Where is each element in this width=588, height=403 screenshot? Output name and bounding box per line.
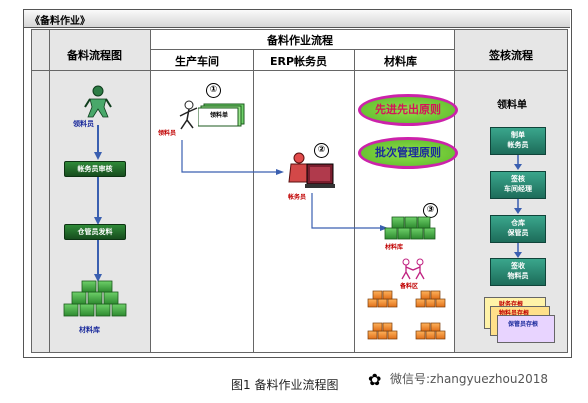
signoff-box-receive: 签收 物料员: [490, 258, 546, 286]
store-stack-icon: [384, 216, 436, 240]
separator-erp: [354, 50, 355, 352]
subheader-erp: ERP帐务员: [270, 55, 328, 68]
step-number-2: ②: [314, 143, 329, 158]
step-number-1: ①: [206, 83, 221, 98]
title-bar: 《备料作业》: [24, 10, 570, 28]
subheader-store: 材料库: [384, 55, 417, 68]
erp-person-label: 帐务员: [288, 194, 307, 201]
header-prep-operation: 备料作业流程: [267, 34, 333, 47]
doc-keeper-label: 保管员存根: [508, 321, 539, 328]
middle-header-line: [150, 49, 454, 50]
signoff-box-prepare-line2: 帐务员: [507, 141, 529, 149]
subheader-workshop: 生产车间: [175, 55, 219, 68]
left-stack-label: 材料库: [79, 326, 100, 334]
wechat-icon: ✿: [368, 370, 382, 389]
header-prep-flow: 备料流程图: [67, 49, 122, 62]
flow-grid: [31, 29, 568, 353]
store-label: 材料库: [385, 244, 404, 251]
signoff-box-receive-line2: 物料员: [507, 272, 529, 280]
watermark-text: 微信号:zhangyuezhou2018: [390, 372, 549, 386]
person-icon: [84, 85, 112, 118]
staging-area-label: 备料区: [400, 283, 419, 290]
signoff-box-approve: 签核 车间经理: [490, 171, 546, 199]
workshop-person-label: 领料员: [158, 130, 177, 137]
diagram-title: 《备料作业》: [30, 16, 90, 27]
staging-stacks-icon: [367, 290, 446, 340]
left-flow-svg: [94, 125, 102, 282]
principle-batch: 批次管理原则: [358, 137, 458, 169]
left-margin-line: [49, 30, 50, 352]
workers-icon: [401, 258, 425, 280]
left-person-label: 领料员: [73, 120, 94, 128]
signoff-box-prepare-line1: 制单: [511, 131, 525, 139]
form-label: 领料单: [210, 112, 229, 119]
header-bottom-line: [32, 70, 567, 71]
doc-finance-label: 财务存根: [499, 301, 524, 308]
material-stack-icon: [63, 280, 127, 317]
step-account-review: 帐务员审核: [64, 161, 126, 177]
middle-flow-svg: [181, 140, 388, 231]
workshop-person-icon: [179, 100, 198, 130]
doc-keeper-stub: 保管员存根: [497, 315, 555, 343]
step-number-3: ③: [423, 203, 438, 218]
separator-left: [150, 30, 151, 352]
separator-right: [454, 30, 455, 352]
signoff-box-warehouse: 仓库 保管员: [490, 215, 546, 243]
principle-fifo: 先进先出原则: [358, 94, 458, 126]
separator-workshop: [253, 50, 254, 352]
step-warehouse-issue: 仓管员发料: [64, 224, 126, 240]
signoff-box-approve-line1: 签核: [511, 175, 525, 183]
figure-caption: 图1 备料作业流程图: [231, 378, 339, 392]
signoff-box-prepare: 制单 帐务员: [490, 127, 546, 155]
header-signoff: 签核流程: [489, 49, 533, 62]
signoff-box-approve-line2: 车间经理: [504, 185, 532, 193]
form-icon: [198, 103, 245, 127]
middle-lanes-bg: [150, 30, 454, 352]
signoff-box-warehouse-line1: 仓库: [511, 219, 525, 227]
signoff-box-warehouse-line2: 保管员: [507, 229, 529, 237]
erp-clerk-icon: [288, 152, 335, 188]
doc-material-label: 物料员存根: [499, 310, 530, 317]
signoff-box-receive-line1: 签收: [511, 262, 525, 270]
signoff-form-title: 领料单: [497, 100, 527, 111]
